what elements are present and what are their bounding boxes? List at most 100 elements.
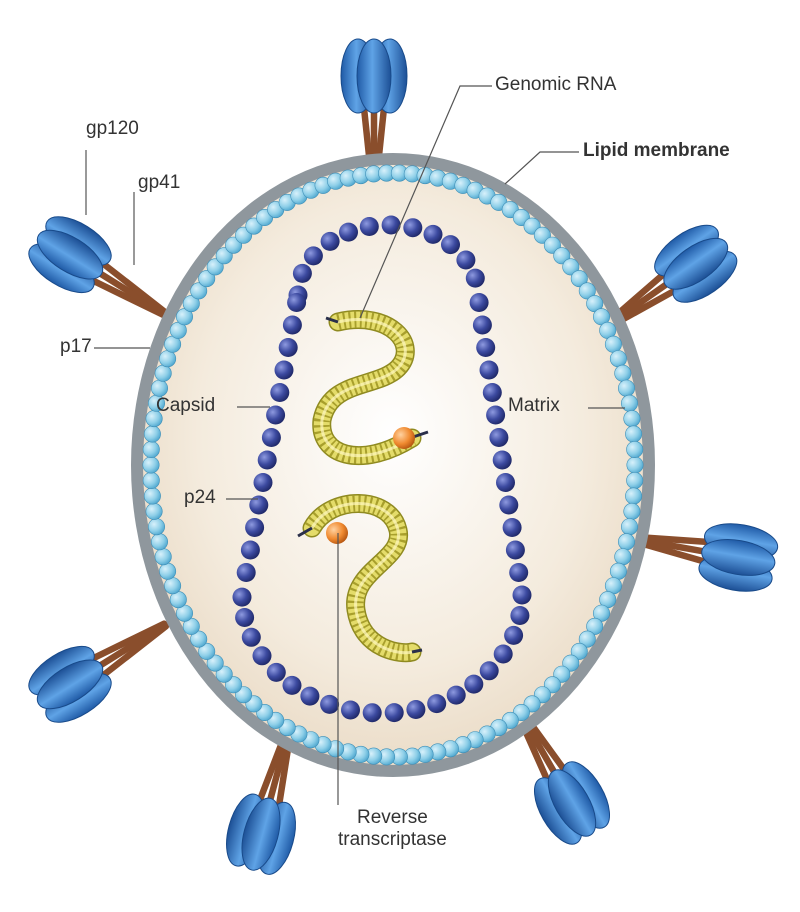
gp120-head [701, 539, 776, 576]
capsid-bead [278, 338, 298, 357]
capsid-bead [252, 646, 272, 666]
matrix-bead [614, 364, 632, 382]
matrix-bead [190, 630, 208, 648]
matrix-bead [570, 270, 588, 288]
gp41-label: gp41 [138, 172, 181, 193]
capsid-bead [479, 661, 499, 681]
matrix-bead [609, 350, 627, 368]
capsid-bead [287, 293, 307, 312]
matrix-bead [620, 518, 638, 536]
capsid-bead [492, 450, 512, 470]
rna-tail [325, 316, 339, 324]
capsid-bead [341, 700, 360, 720]
gp120-head [241, 797, 281, 871]
capsid-bead [245, 518, 265, 537]
matrix-label: Matrix [508, 395, 560, 416]
matrix-bead [553, 247, 571, 265]
capsid-bead [423, 224, 443, 244]
gp120-head [36, 659, 104, 710]
matrix-bead [570, 642, 588, 660]
reverse-transcriptase-molecule [393, 427, 415, 449]
reverse-transcriptase-label: Reverse transcriptase [338, 807, 447, 851]
capsid-bead [270, 383, 290, 402]
capsid-bead [472, 315, 492, 335]
capsid-bead [249, 495, 269, 515]
matrix-bead [578, 282, 596, 300]
capsid-bead [510, 606, 530, 625]
matrix-bead [182, 295, 200, 313]
matrix-bead [206, 654, 224, 672]
capsid-bead [496, 473, 515, 492]
genomic-rna-leader [359, 85, 492, 319]
capsid-bead [499, 495, 519, 515]
capsid-bead [441, 235, 460, 255]
matrix-bead [145, 502, 163, 520]
gp120-gp41-spikes [28, 38, 779, 875]
reverse-transcriptase-molecule [326, 522, 348, 544]
label-leader-lines [85, 85, 625, 805]
capsid-bead [486, 405, 506, 425]
matrix-bead [151, 379, 169, 397]
capsid-bead [465, 268, 485, 288]
capsid-bead [300, 686, 320, 706]
genomic-rna-label: Genomic RNA [495, 74, 617, 95]
capsid-bead [362, 703, 382, 723]
capsid-bead [482, 383, 502, 402]
gp120-head [36, 229, 104, 280]
capsid-bead [274, 360, 294, 380]
capsid-bead [384, 703, 404, 723]
capsid-bead [359, 217, 379, 236]
lipid-membrane-leader [504, 151, 579, 185]
matrix-bead [625, 487, 643, 505]
matrix-bead [604, 335, 622, 353]
matrix-bead [142, 440, 160, 458]
capsid-bead [257, 450, 277, 470]
capsid-bead [505, 540, 525, 560]
gp120-gp41-spike [28, 620, 170, 723]
matrix-bead [143, 425, 161, 443]
gp41-stalk [99, 259, 170, 316]
capsid-bead [456, 250, 476, 270]
capsid-bead [339, 222, 358, 242]
capsid-bead [292, 263, 312, 283]
capsid-bead [427, 694, 447, 714]
capsid-bead [502, 518, 522, 537]
gp120-head [356, 38, 392, 114]
lipid-membrane-label: Lipid membrane [583, 140, 730, 161]
capsid-bead [509, 563, 529, 582]
rna-tail [411, 648, 423, 654]
matrix-bead [578, 630, 596, 648]
capsid-bead [232, 587, 252, 607]
capsid-label: Capsid [156, 395, 216, 416]
matrix-bead [142, 456, 160, 474]
matrix-bead [614, 548, 632, 566]
matrix-bead [562, 258, 580, 276]
capsid-bead [253, 473, 273, 492]
matrix-bead [142, 471, 160, 489]
matrix-bead [198, 642, 216, 660]
capsid-bead [235, 608, 255, 627]
matrix-bead [198, 270, 216, 288]
matrix-bead [623, 502, 641, 520]
capsid-bead [406, 700, 426, 719]
genomic-rna-strands [297, 310, 429, 663]
capsid-bead [240, 540, 260, 560]
matrix-bead [620, 394, 638, 412]
reverse-transcriptase-enzymes [326, 427, 415, 544]
capsid-bead [381, 215, 401, 235]
capsid-bead [241, 627, 261, 647]
matrix-bead [151, 533, 169, 551]
capsid-bead [266, 662, 286, 682]
gp120-head [663, 237, 729, 290]
matrix-bead [617, 533, 635, 551]
matrix-bead [626, 440, 644, 458]
capsid-bead [282, 675, 302, 695]
matrix-bead [626, 471, 644, 489]
capsid-bead [464, 674, 484, 694]
capsid-bead [320, 694, 340, 714]
matrix-bead [609, 562, 627, 580]
matrix-bead [562, 654, 580, 672]
reverse-transcriptase-label-line1: Reverse [357, 807, 428, 828]
